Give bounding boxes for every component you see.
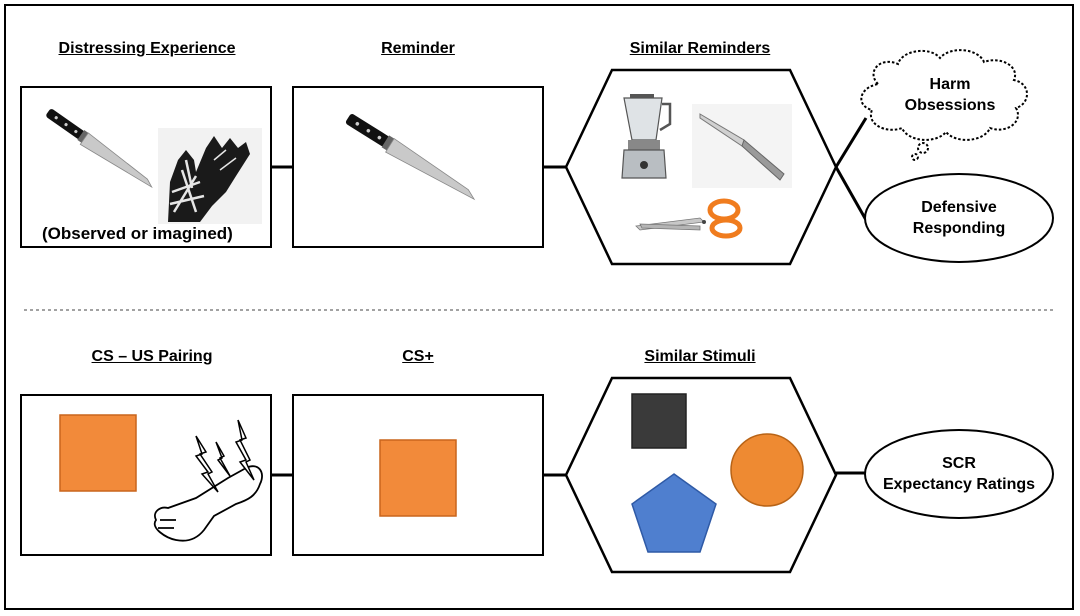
header-cs-us-pairing: CS – US Pairing [91, 348, 213, 365]
header-cs-plus: CS+ [402, 348, 434, 365]
scr-line-2: Expectancy Ratings [882, 476, 1036, 493]
orange-square [379, 439, 457, 517]
defensive-responding-line-2: Responding [912, 220, 1006, 237]
observed-or-imagined-caption: (Observed or imagined) [42, 224, 233, 243]
lightning-bolt-icon [194, 419, 255, 493]
defensive-responding-text: Defensive Responding [913, 197, 1005, 239]
header-reminder: Reminder [381, 40, 455, 57]
figure-frame [4, 4, 1074, 610]
dark-square [631, 393, 687, 449]
header-similar-reminders: Similar Reminders [629, 40, 771, 57]
harm-obsessions-line-1: Harm [929, 76, 971, 93]
table-knife-icon [692, 104, 792, 188]
knife-icon [345, 114, 476, 201]
scr-line-1: SCR [942, 455, 976, 472]
knife-icon [46, 109, 153, 189]
header-distressing-experience: Distressing Experience [58, 40, 236, 57]
defensive-responding-line-1: Defensive [921, 199, 997, 216]
orange-circle [730, 433, 804, 507]
blender-icon [621, 94, 672, 179]
harm-obsessions-line-2: Obsessions [904, 97, 996, 114]
blue-pentagon [631, 473, 717, 553]
injured-hand-icon [158, 128, 262, 224]
orange-square [59, 414, 137, 492]
scissors-icon [635, 198, 743, 239]
connector-line [834, 166, 868, 221]
scr-ellipse [864, 429, 1054, 519]
harm-obsessions-text: Harm Obsessions [905, 74, 996, 116]
shocked-arm-icon [153, 465, 263, 542]
connector-line [834, 117, 868, 168]
defensive-responding-ellipse [864, 173, 1054, 263]
header-similar-stimuli: Similar Stimuli [644, 348, 756, 365]
scr-text: SCR Expectancy Ratings [883, 453, 1035, 495]
thought-cloud-icon [860, 49, 1028, 161]
